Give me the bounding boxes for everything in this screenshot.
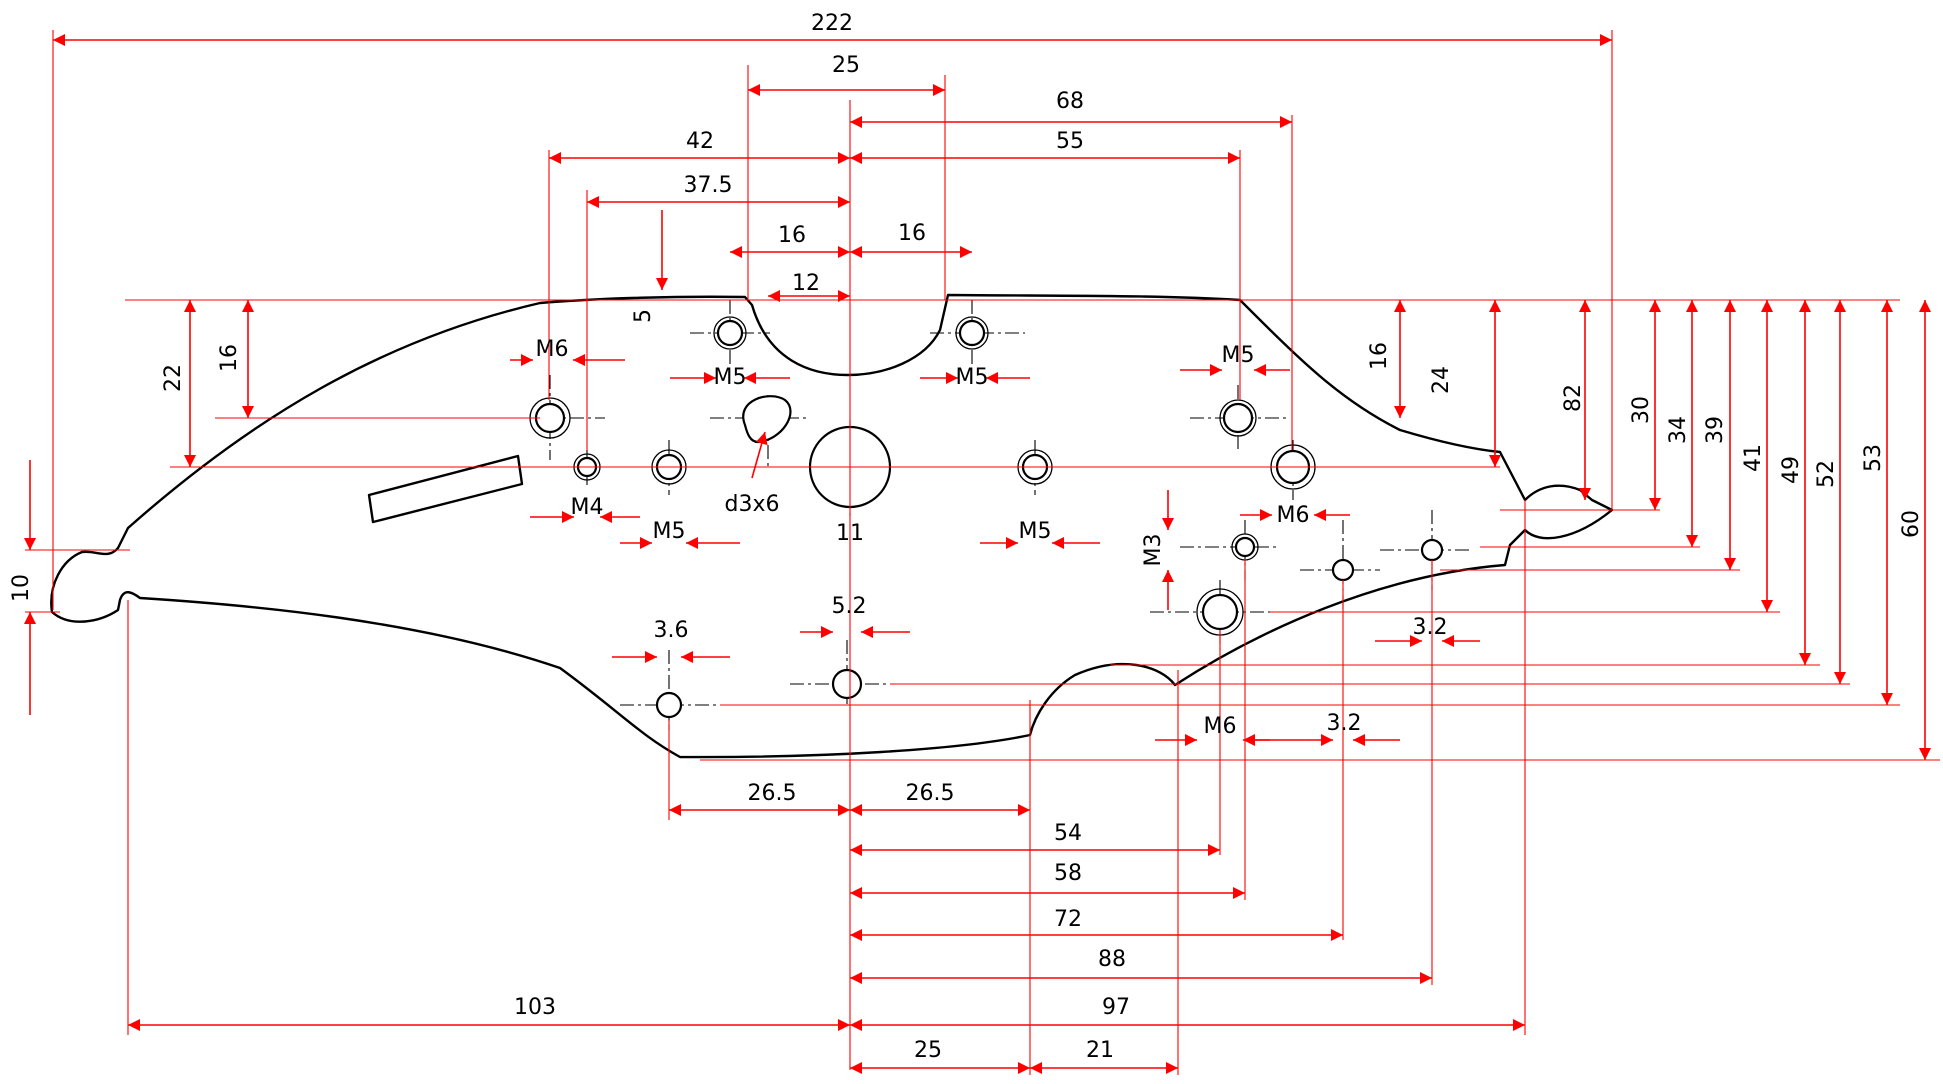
label-m5-mid-left: M5 xyxy=(653,519,686,544)
label-m5-top-left: M5 xyxy=(714,365,747,390)
bore-11 xyxy=(790,420,900,520)
label-m4: M4 xyxy=(571,495,604,520)
label-5-2: 5.2 xyxy=(832,594,867,619)
hole-m5-top-right xyxy=(930,300,1025,365)
dim-16-right-v: 16 xyxy=(1367,342,1392,370)
hole-m5-right xyxy=(1190,385,1290,450)
hole-3-2-a xyxy=(1300,520,1380,610)
dim-54: 54 xyxy=(1054,821,1082,846)
dim-53: 53 xyxy=(1861,444,1886,472)
label-m6-bottom: M6 xyxy=(1204,714,1237,739)
dim-37-5: 37.5 xyxy=(684,173,733,198)
dim-39: 39 xyxy=(1703,416,1728,444)
dim-49: 49 xyxy=(1779,456,1804,484)
dim-16-right: 16 xyxy=(898,221,926,246)
dim-26-5-right: 26.5 xyxy=(906,781,955,806)
dim-103: 103 xyxy=(514,995,556,1020)
dim-222: 222 xyxy=(811,11,853,36)
part-outline xyxy=(50,293,1614,759)
slot-d3x6 xyxy=(710,395,810,470)
label-3-2-b: 3.2 xyxy=(1327,711,1362,736)
label-3-6: 3.6 xyxy=(654,618,689,643)
dim-55: 55 xyxy=(1056,129,1084,154)
dim-16-left-v: 16 xyxy=(217,344,242,372)
label-3-2-a: 3.2 xyxy=(1413,615,1448,640)
hole-5-2 xyxy=(790,640,890,705)
dim-12: 12 xyxy=(792,271,820,296)
dim-82: 82 xyxy=(1561,384,1586,412)
hole-m6-bottom xyxy=(1150,580,1270,650)
dim-24: 24 xyxy=(1429,366,1454,394)
dim-21: 21 xyxy=(1086,1038,1114,1063)
hole-3-6 xyxy=(620,650,720,730)
label-m5-right: M5 xyxy=(1222,343,1255,368)
dim-34: 34 xyxy=(1666,416,1691,444)
dim-5: 5 xyxy=(631,309,656,323)
label-bore: 11 xyxy=(836,521,864,546)
label-m6-left: M6 xyxy=(536,337,569,362)
dimension-lines xyxy=(24,34,1931,1074)
dim-60: 60 xyxy=(1899,510,1924,538)
label-m6-right: M6 xyxy=(1277,503,1310,528)
dim-88: 88 xyxy=(1098,947,1126,972)
dim-97: 97 xyxy=(1102,995,1130,1020)
dim-41: 41 xyxy=(1741,444,1766,472)
dim-68: 68 xyxy=(1056,89,1084,114)
dim-10: 10 xyxy=(9,574,34,602)
extension-lines xyxy=(25,30,1940,1075)
dim-72: 72 xyxy=(1054,907,1082,932)
label-m5-top-right: M5 xyxy=(956,365,989,390)
dim-22: 22 xyxy=(161,364,186,392)
dimension-labels: 222 25 68 55 42 37.5 16 16 12 26.5 26.5 … xyxy=(9,11,1924,1063)
label-slot: d3x6 xyxy=(725,492,780,517)
dim-26-5-left: 26.5 xyxy=(748,781,797,806)
dim-52: 52 xyxy=(1814,460,1839,488)
hole-labels: M6 M5 M5 M5 M4 M5 M5 M6 M3 M6 d3x6 11 3.… xyxy=(536,337,1448,739)
dim-30: 30 xyxy=(1629,396,1654,424)
hole-3-2-b xyxy=(1380,510,1470,590)
label-m5-mid-right: M5 xyxy=(1019,519,1052,544)
dim-25-top: 25 xyxy=(832,53,860,78)
dim-58: 58 xyxy=(1054,861,1082,886)
dim-42: 42 xyxy=(686,129,714,154)
hole-m6-right xyxy=(1240,440,1350,500)
hole-m5-top-left xyxy=(690,300,770,365)
hole-m3 xyxy=(1180,520,1280,580)
label-m3: M3 xyxy=(1141,534,1166,567)
dim-16-left: 16 xyxy=(778,223,806,248)
dim-25-bottom: 25 xyxy=(914,1038,942,1063)
